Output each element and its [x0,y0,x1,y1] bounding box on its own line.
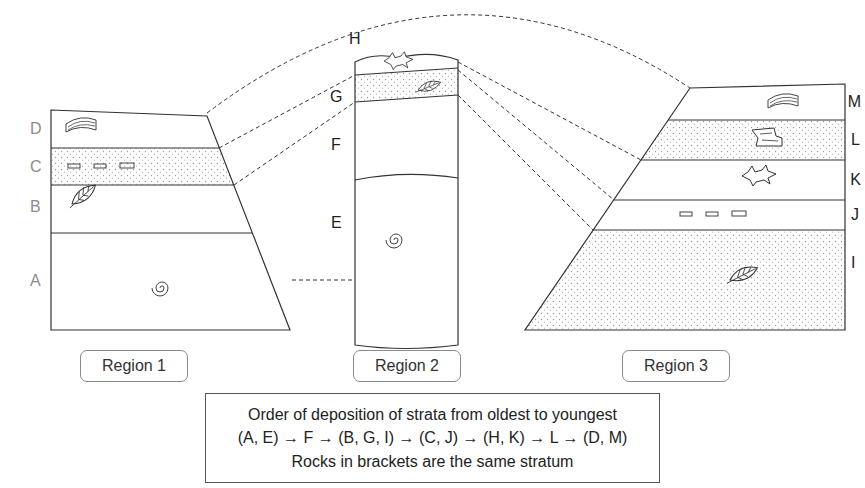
node-subtext: (A, E) → F → (B, G, I) → (C, J) → (H, K)… [238,426,628,449]
stratum-letter: B [30,198,41,216]
stratum-letter: M [848,93,861,111]
stratum-letter: F [331,136,341,154]
stratum-letter: I [851,254,855,272]
region-box: Region 3 [622,350,730,382]
node-subtext: Rocks in brackets are the same stratum [292,450,574,473]
node-text: Order of deposition of strata from oldes… [248,403,617,426]
region3-column [525,84,845,330]
region1-column [51,110,290,330]
stratum-letter: A [30,272,41,290]
region-box: Region 1 [80,350,188,382]
stratum-letter: D [30,120,42,138]
node-text: Region 1 [102,357,166,375]
order-box: Order of deposition of strata from oldes… [205,393,660,483]
stratum-letter: E [331,214,342,232]
region2-column [355,52,458,349]
stratum-letter: L [851,131,860,149]
stratum-letter: C [30,158,42,176]
node-text: Region 3 [644,357,708,375]
region-box: Region 2 [353,350,461,382]
stratum-letter: G [330,88,342,106]
stratum-letter: H [349,30,361,48]
node-text: Region 2 [375,357,439,375]
stratum-letter: J [851,206,859,224]
stratum-letter: K [850,171,861,189]
